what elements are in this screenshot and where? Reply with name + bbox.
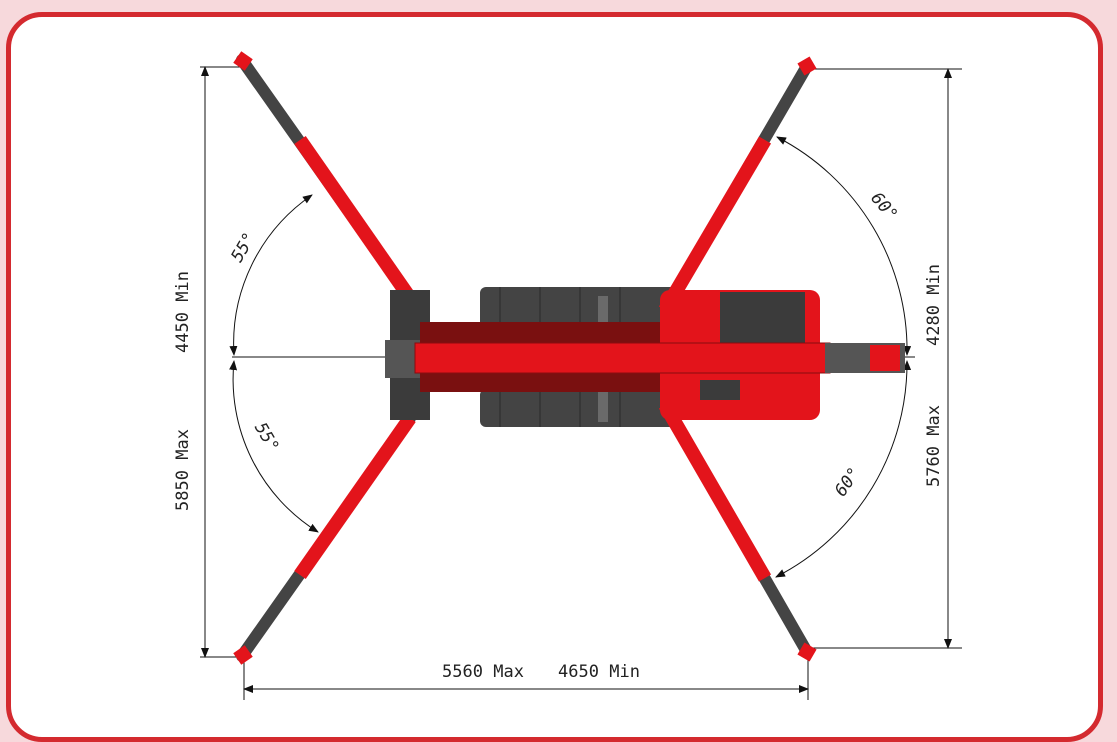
- outrigger-right-lower: [658, 399, 817, 662]
- angle-right-lower-label: 60°: [831, 464, 865, 501]
- outrigger-left-lower: [233, 412, 416, 665]
- right-dimension-lines: [810, 68, 962, 649]
- angle-right-upper-label: 60°: [866, 189, 901, 225]
- bottom-max-label: 5560 Max: [442, 662, 524, 682]
- outrigger-left-upper: [233, 51, 416, 304]
- bottom-min-label: 4650 Min: [558, 662, 640, 682]
- angle-arcs: [229, 136, 912, 578]
- tracks: [480, 287, 680, 427]
- left-min-label: 4450 Min: [173, 271, 193, 353]
- right-max-label: 5760 Max: [924, 405, 944, 487]
- right-min-label: 4280 Min: [924, 264, 944, 346]
- outrigger-right-upper: [658, 56, 817, 316]
- angle-left-lower-label: 55°: [250, 419, 283, 456]
- angle-left-upper-label: 55°: [227, 229, 260, 266]
- bottom-dimension-lines: [243, 655, 809, 700]
- main-boom: [414, 342, 905, 374]
- left-max-label: 5850 Max: [173, 429, 193, 511]
